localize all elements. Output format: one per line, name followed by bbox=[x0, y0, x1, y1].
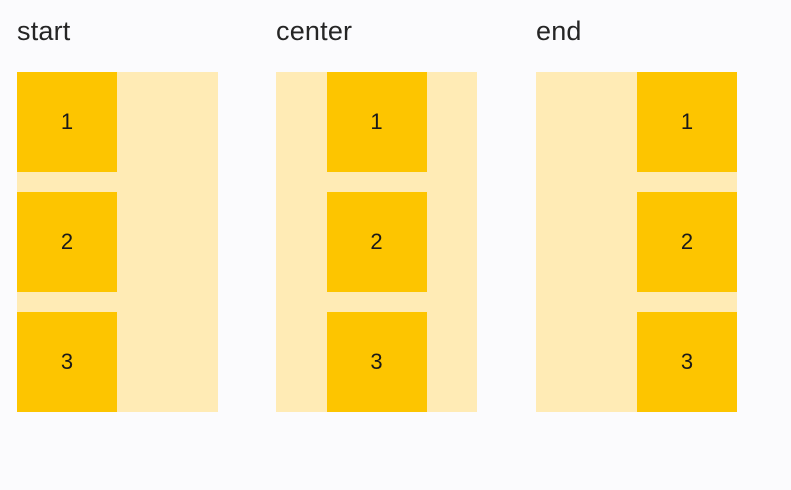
column-label-center: center bbox=[276, 16, 353, 46]
column-label-start: start bbox=[17, 16, 71, 46]
flex-item-label: 2 bbox=[60, 229, 74, 254]
flex-container-end: 1 2 3 bbox=[536, 72, 737, 412]
flex-item-label: 3 bbox=[60, 349, 74, 374]
flex-container-start: 1 2 3 bbox=[17, 72, 218, 412]
flex-item-label: 1 bbox=[60, 109, 74, 134]
flex-item: 2 bbox=[17, 192, 117, 292]
flex-item: 3 bbox=[637, 312, 737, 412]
flex-item: 2 bbox=[326, 192, 427, 292]
flex-container-center: 1 2 3 bbox=[276, 72, 477, 412]
column-label-end: end bbox=[536, 16, 582, 46]
flex-item: 1 bbox=[637, 72, 737, 172]
flex-item: 1 bbox=[326, 72, 427, 172]
flex-item: 2 bbox=[637, 192, 737, 292]
flex-item: 3 bbox=[17, 312, 117, 412]
flex-item-label: 1 bbox=[370, 109, 383, 134]
flex-item-label: 3 bbox=[680, 349, 694, 374]
flex-item-label: 3 bbox=[370, 349, 383, 374]
flex-item-label: 2 bbox=[370, 229, 383, 254]
flex-item: 3 bbox=[326, 312, 427, 412]
flex-item: 1 bbox=[17, 72, 117, 172]
flex-item-label: 2 bbox=[680, 229, 694, 254]
flex-item-label: 1 bbox=[680, 109, 694, 134]
